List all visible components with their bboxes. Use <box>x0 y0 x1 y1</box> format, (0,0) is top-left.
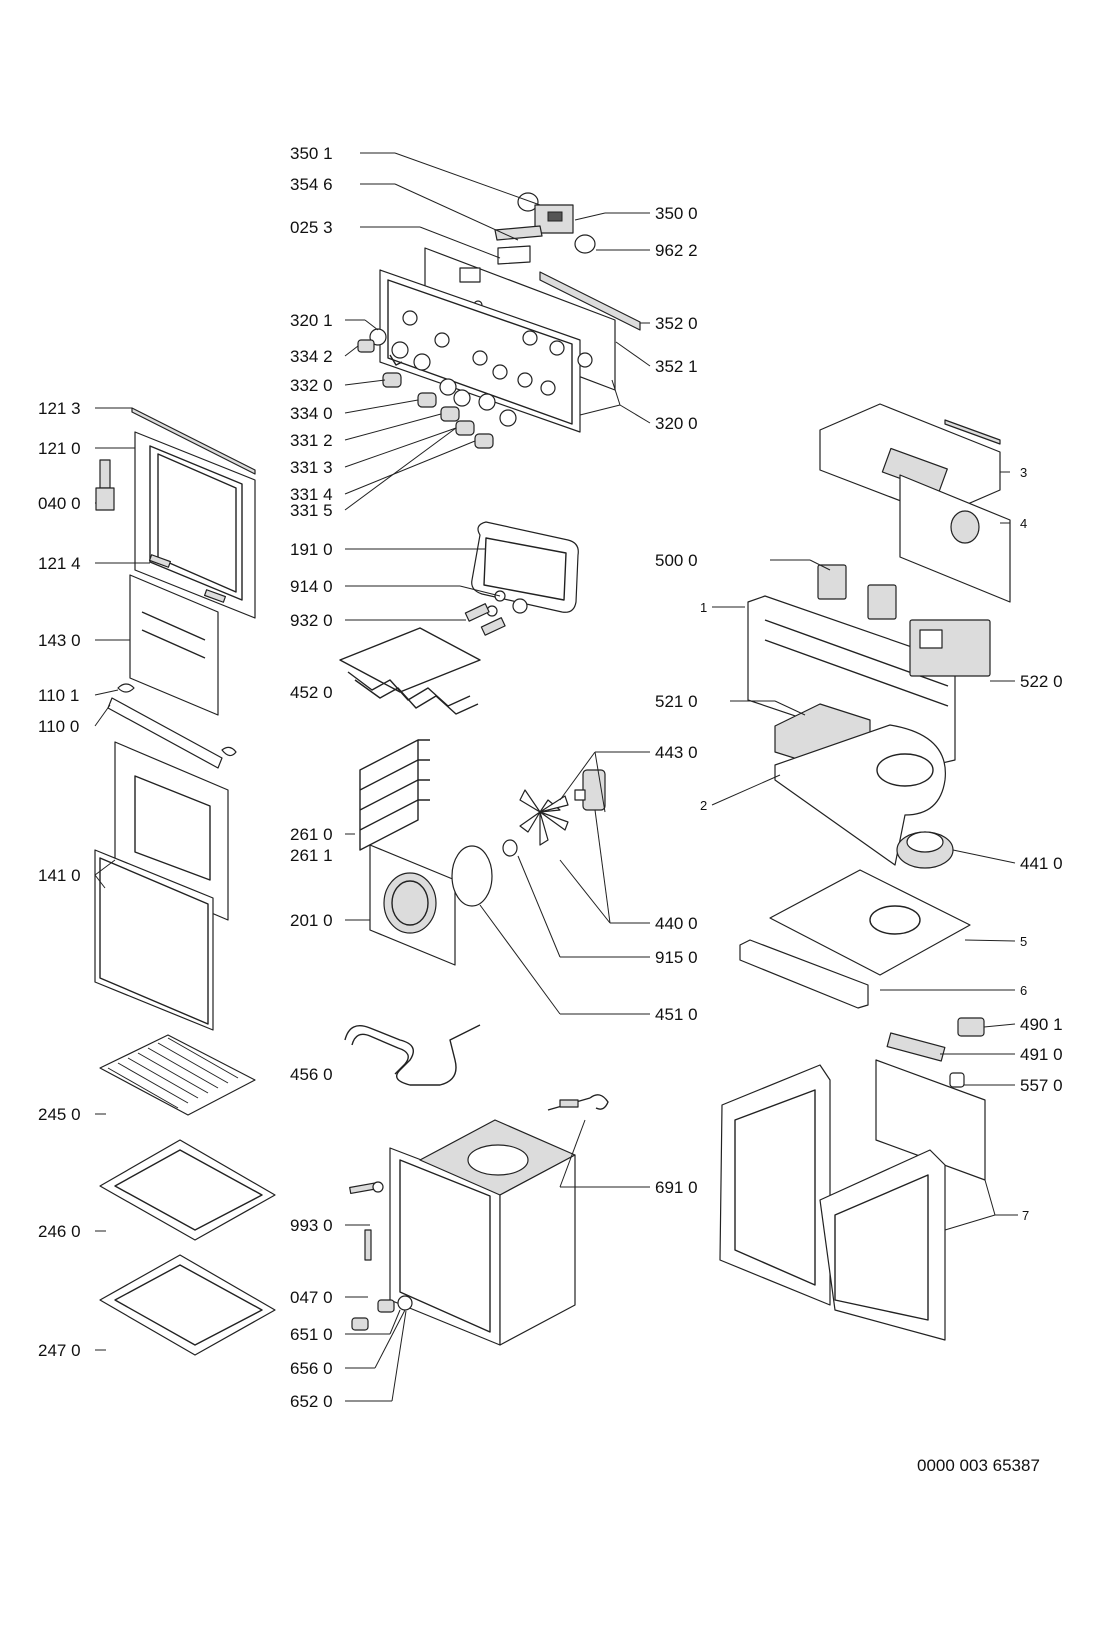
label-522-0: 522 0 <box>1020 672 1063 691</box>
label-557-0: 557 0 <box>1020 1076 1063 1095</box>
control-panel-group <box>357 192 641 449</box>
label-651-0: 651 0 <box>290 1325 333 1344</box>
label-350-0: 350 0 <box>655 204 698 223</box>
label-261-0: 261 0 <box>290 825 333 844</box>
label-350-1: 350 1 <box>290 144 333 163</box>
label-040-0: 040 0 <box>38 494 81 513</box>
label-915-0: 915 0 <box>655 948 698 967</box>
document-number: 0000 003 65387 <box>917 1456 1040 1475</box>
label-num-4: 4 <box>1020 516 1027 531</box>
part-labels: 350 1 354 6 025 3 350 0 962 2 352 0 352 … <box>38 144 1063 1475</box>
label-521-0: 521 0 <box>655 692 698 711</box>
label-490-1: 490 1 <box>1020 1015 1063 1034</box>
label-121-4: 121 4 <box>38 554 81 573</box>
label-456-0: 456 0 <box>290 1065 333 1084</box>
label-962-2: 962 2 <box>655 241 698 260</box>
label-354-6: 354 6 <box>290 175 333 194</box>
label-110-1: 110 1 <box>38 686 79 705</box>
label-993-0: 993 0 <box>290 1216 333 1235</box>
door-group <box>94 407 276 1356</box>
label-245-0: 245 0 <box>38 1105 81 1124</box>
label-334-2: 334 2 <box>290 347 333 366</box>
label-047-0: 047 0 <box>290 1288 333 1307</box>
label-451-0: 451 0 <box>655 1005 698 1024</box>
leader-lines <box>94 152 1018 1402</box>
label-320-0: 320 0 <box>655 414 698 433</box>
label-025-3: 025 3 <box>290 218 333 237</box>
label-332-0: 332 0 <box>290 376 333 395</box>
label-247-0: 247 0 <box>38 1341 81 1360</box>
label-352-0: 352 0 <box>655 314 698 333</box>
label-331-4: 331 4 <box>290 485 333 504</box>
label-491-0: 491 0 <box>1020 1045 1063 1064</box>
label-656-0: 656 0 <box>290 1359 333 1378</box>
label-191-0: 191 0 <box>290 540 333 559</box>
label-110-0: 110 0 <box>38 717 79 736</box>
label-246-0: 246 0 <box>38 1222 81 1241</box>
label-440-0: 440 0 <box>655 914 698 933</box>
label-441-0: 441 0 <box>1020 854 1063 873</box>
label-121-3: 121 3 <box>38 399 81 418</box>
label-452-0: 452 0 <box>290 683 333 702</box>
label-141-0: 141 0 <box>38 866 81 885</box>
label-261-1: 261 1 <box>290 846 333 865</box>
label-652-0: 652 0 <box>290 1392 333 1411</box>
label-500-0: 500 0 <box>655 551 698 570</box>
label-num-1: 1 <box>700 600 707 615</box>
label-num-2: 2 <box>700 798 707 813</box>
label-914-0: 914 0 <box>290 577 333 596</box>
label-143-0: 143 0 <box>38 631 81 650</box>
label-334-0: 334 0 <box>290 404 333 423</box>
label-443-0: 443 0 <box>655 743 698 762</box>
label-352-1: 352 1 <box>655 357 698 376</box>
label-331-3: 331 3 <box>290 458 333 477</box>
oven-internals-group <box>339 521 609 1346</box>
label-331-5: 331 5 <box>290 501 333 520</box>
label-691-0: 691 0 <box>655 1178 698 1197</box>
label-201-0: 201 0 <box>290 911 333 930</box>
label-num-5: 5 <box>1020 934 1027 949</box>
label-331-2: 331 2 <box>290 431 333 450</box>
label-121-0: 121 0 <box>38 439 81 458</box>
label-num-6: 6 <box>1020 983 1027 998</box>
label-932-0: 932 0 <box>290 611 333 630</box>
housing-group <box>719 403 1011 1341</box>
label-320-1: 320 1 <box>290 311 333 330</box>
label-num-7: 7 <box>1022 1208 1029 1223</box>
label-num-3: 3 <box>1020 465 1027 480</box>
